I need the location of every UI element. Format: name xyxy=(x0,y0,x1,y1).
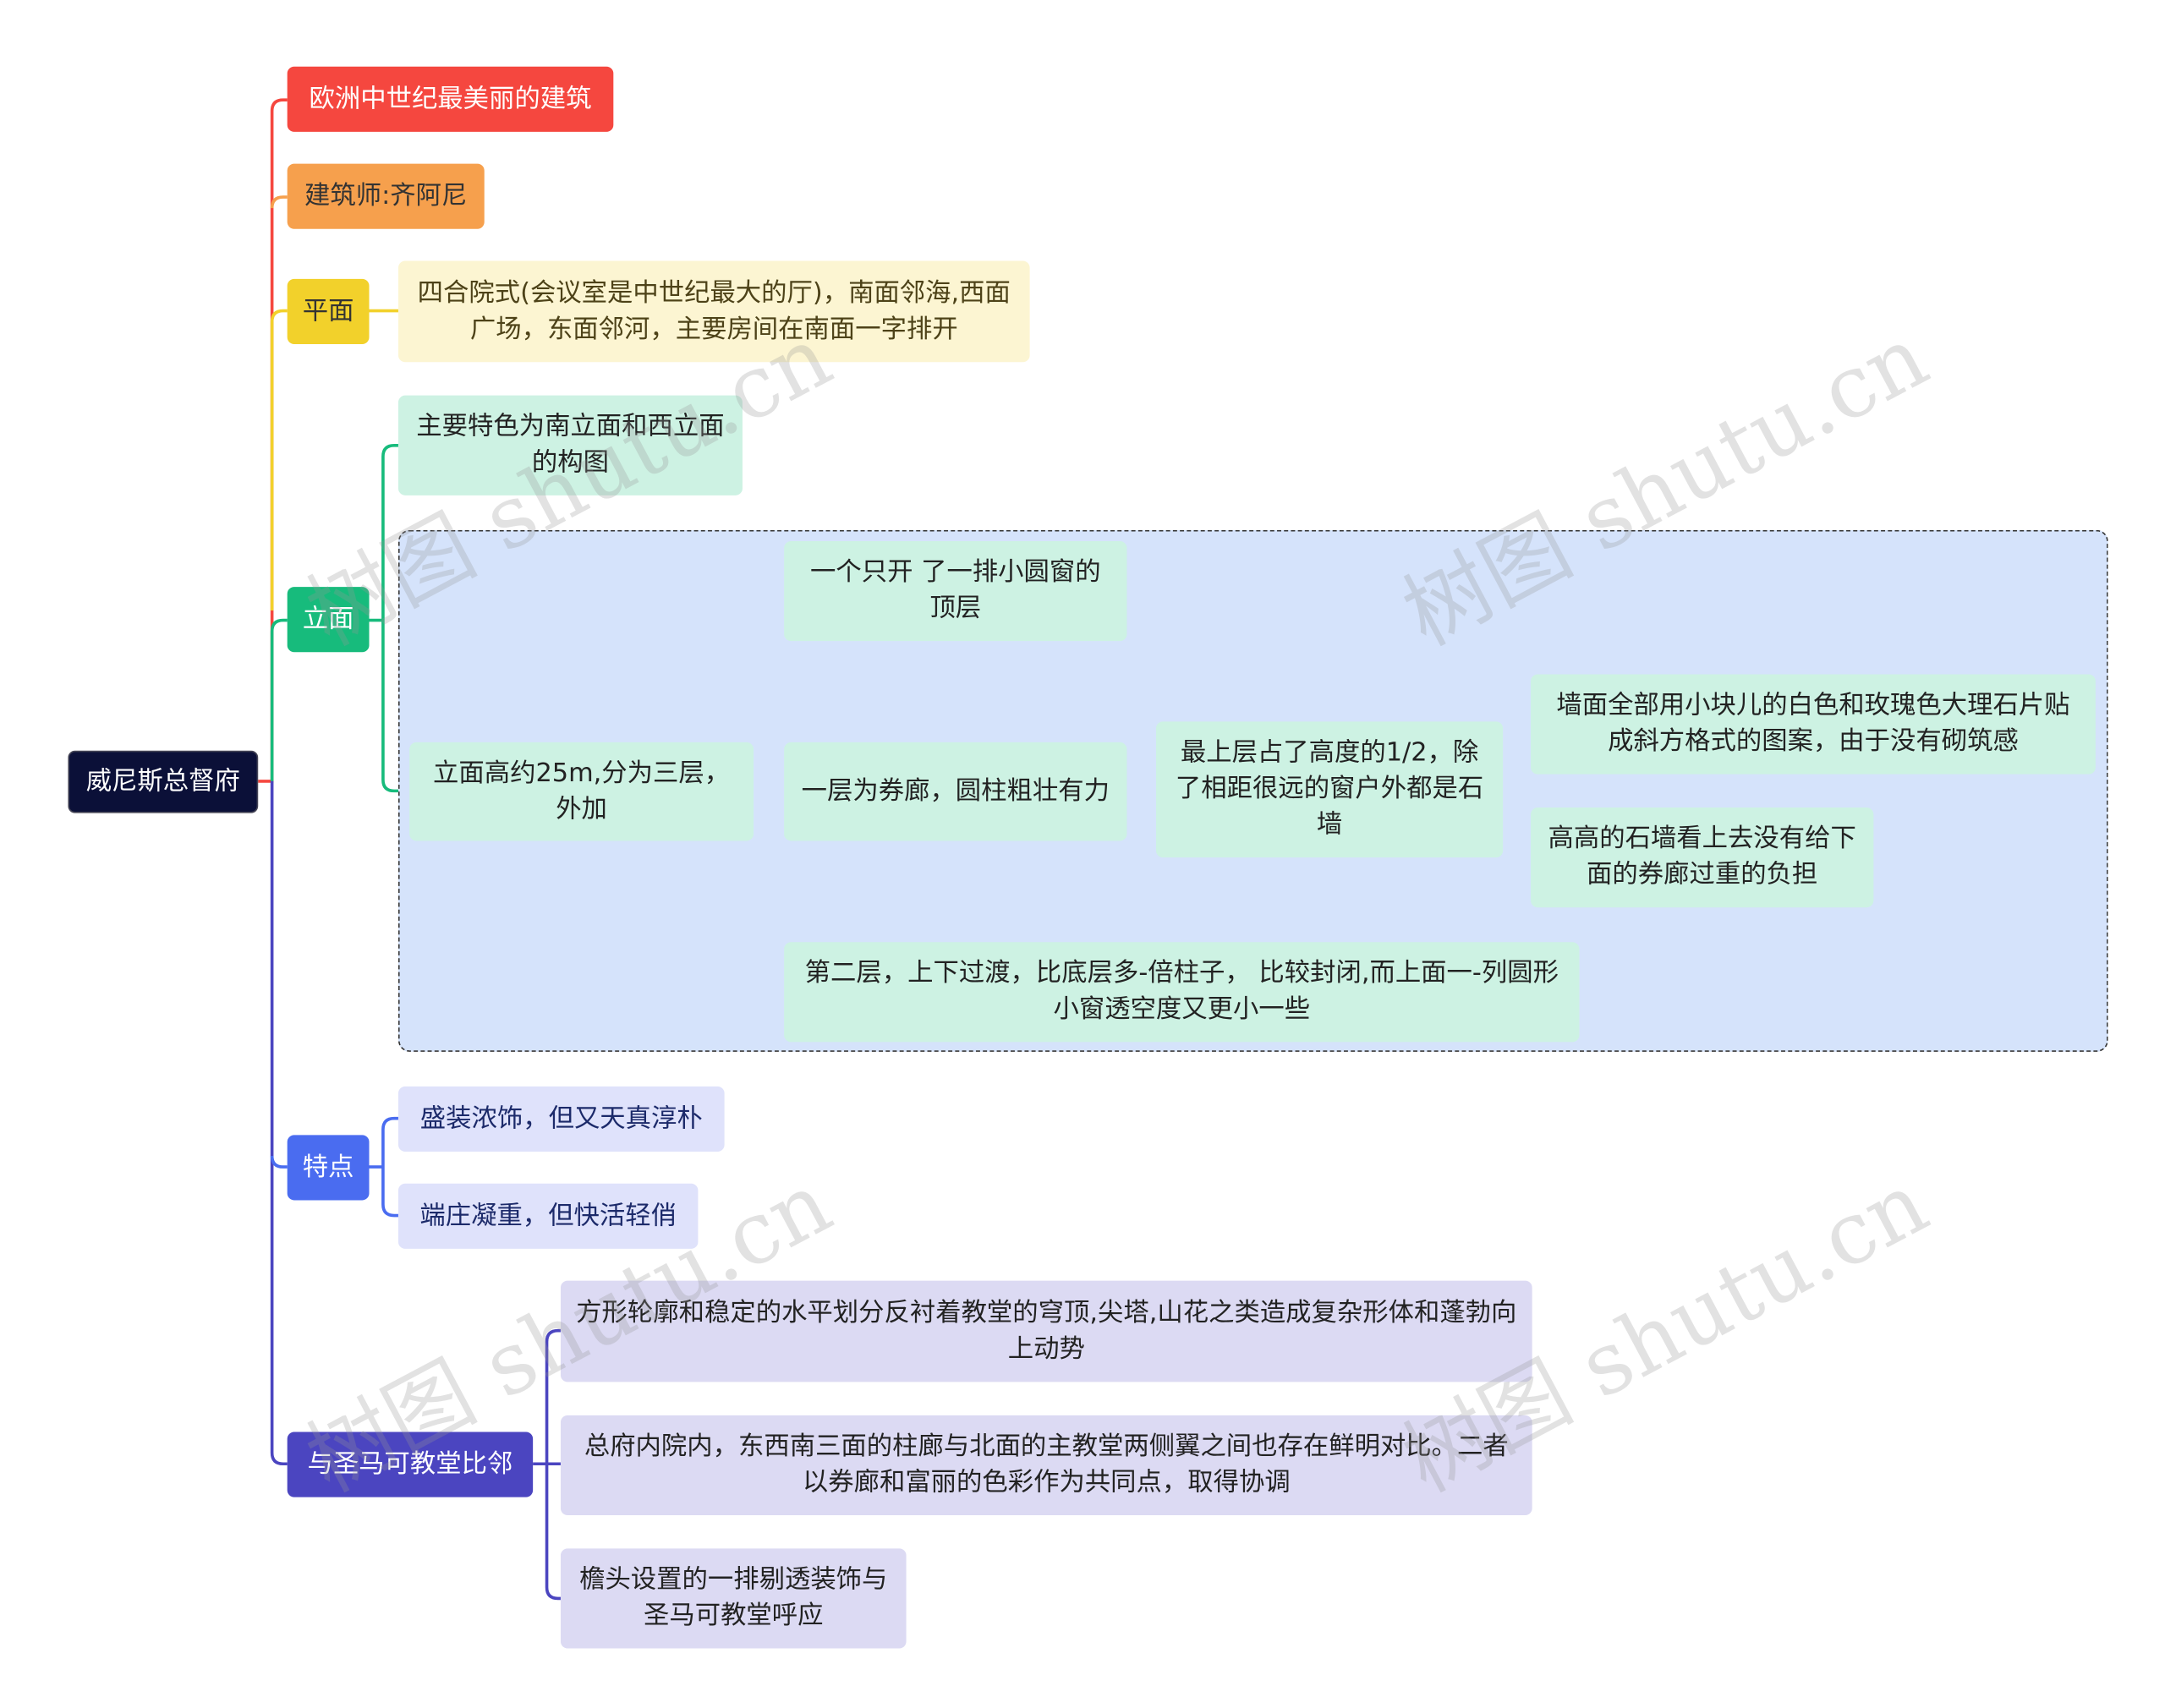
node-neighbor[interactable]: 与圣马可教堂比邻 xyxy=(287,1432,534,1497)
node-elevation[interactable]: 立面 xyxy=(287,587,370,653)
node-features[interactable]: 特点 xyxy=(287,1135,370,1201)
node-plan[interactable]: 平面 xyxy=(287,278,370,344)
node-feature-item[interactable]: 盛装浓饰，但又天真淳朴 xyxy=(397,1086,725,1152)
node-neighbor-item[interactable]: 方形轮廓和稳定的水平划分反衬着教堂的穹顶,尖塔,山花之类造成复杂形体和蓬勃向上动… xyxy=(560,1280,1532,1382)
node-plan-detail[interactable]: 四合院式(会议室是中世纪最大的厅)，南面邻海,西面广场，东面邻河，主要房间在南面… xyxy=(397,260,1030,363)
root-node[interactable]: 威尼斯总督府 xyxy=(68,750,259,813)
node-wall-marble[interactable]: 墙面全部用小块儿的白色和玫瑰色大理石片贴成斜方格式的图案，由于没有砌筑感 xyxy=(1531,674,2096,775)
node-neighbor-item[interactable]: 檐头设置的一排剔透装饰与圣马可教堂呼应 xyxy=(560,1548,907,1649)
node-elevation-height[interactable]: 立面高约25m,分为三层，外加 xyxy=(409,742,754,841)
node-elevation-feature[interactable]: 主要特色为南立面和西立面的构图 xyxy=(397,395,743,495)
node-most-beautiful[interactable]: 欧洲中世纪最美丽的建筑 xyxy=(287,66,614,132)
node-stone-wall[interactable]: 高高的石墙看上去没有给下面的券廊过重的负担 xyxy=(1531,807,1874,908)
node-architect[interactable]: 建筑师:齐阿尼 xyxy=(287,163,485,229)
node-feature-item[interactable]: 端庄凝重，但快活轻俏 xyxy=(397,1183,699,1249)
node-neighbor-item[interactable]: 总府内院内，东西南三面的柱廊与北面的主教堂两侧翼之间也存在鲜明对比。二者以券廊和… xyxy=(560,1415,1532,1515)
node-upper-floor[interactable]: 最上层占了高度的1/2，除了相距很远的窗户外都是石墙 xyxy=(1155,721,1504,858)
node-second-floor[interactable]: 第二层，上下过渡，比底层多-倍柱子， 比较封闭,而上面一-列圆形小窗透空度又更小… xyxy=(784,942,1580,1043)
node-ground-floor[interactable]: 一层为券廊，圆柱粗壮有力 xyxy=(784,742,1127,841)
node-top-floor[interactable]: 一个只开 了一排小圆窗的顶层 xyxy=(784,540,1127,642)
